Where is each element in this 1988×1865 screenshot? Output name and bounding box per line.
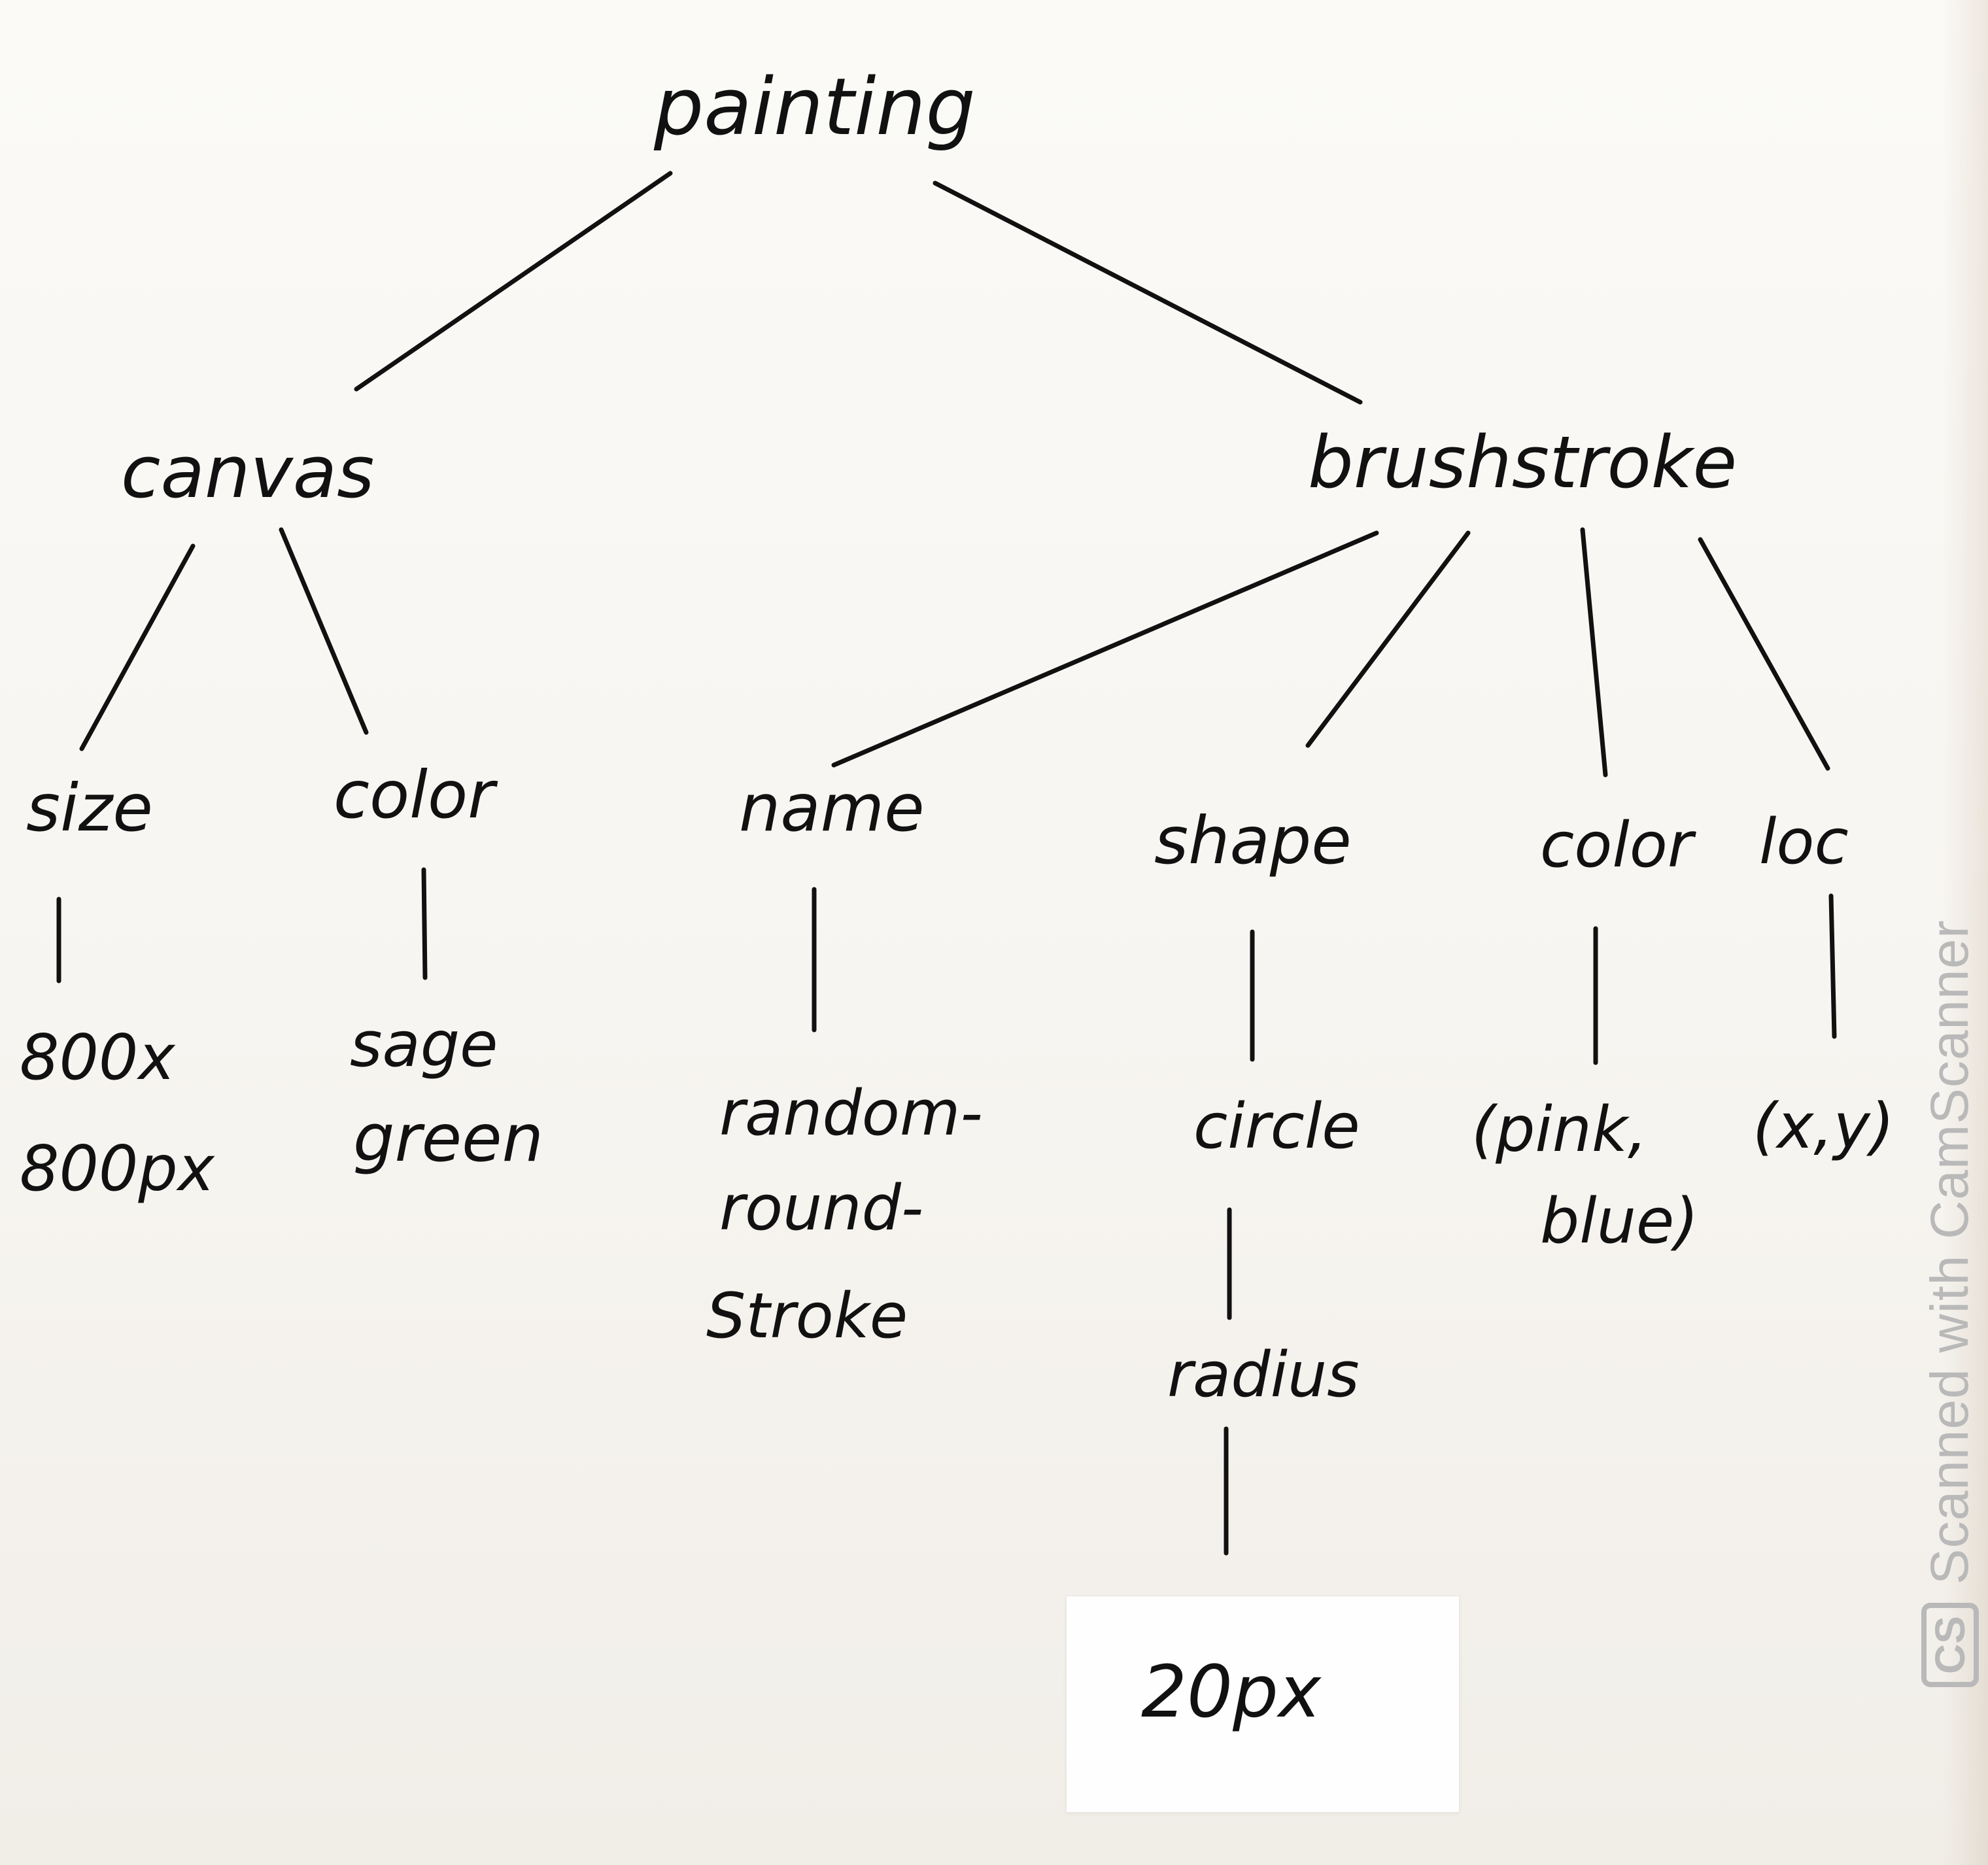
value-name-line2: round- [719, 1172, 923, 1244]
watermark-text: Scanned with CamScanner [1920, 919, 1979, 1585]
edge-brushstroke-loc [1698, 537, 1830, 771]
edge-brushstroke-color [1580, 527, 1608, 778]
node-shape: shape [1154, 802, 1352, 879]
value-radius: 20px [1141, 1650, 1322, 1734]
value-name-line1: random- [719, 1078, 983, 1150]
node-radius: radius [1167, 1339, 1360, 1411]
node-painting: painting [653, 62, 976, 153]
camscanner-logo-icon: CS [1921, 1603, 1979, 1687]
value-size-line1: 800x [20, 1022, 176, 1094]
node-loc: loc [1759, 806, 1849, 878]
node-name: name [739, 770, 925, 846]
value-size-line2: 800px [20, 1133, 216, 1205]
node-canvas-color: color [334, 757, 498, 833]
edge-canvas-size [79, 543, 196, 751]
value-name-line3: Stroke [706, 1280, 908, 1352]
edge-painting-brushstroke [933, 180, 1363, 405]
tape-patch [1066, 1596, 1460, 1813]
edge-canvas-color [279, 527, 369, 735]
node-size: size [26, 770, 153, 846]
value-brushcolor-line1: (pink, [1471, 1094, 1647, 1166]
value-shape: circle [1193, 1091, 1360, 1163]
camscanner-watermark: CS Scanned with CamScanner [1919, 919, 1981, 1687]
node-brushstroke: brushstroke [1308, 420, 1737, 504]
edge-brushstroke-name [831, 530, 1379, 768]
value-brushcolor-line2: blue) [1540, 1186, 1698, 1258]
page-edge-shadow [1942, 0, 1988, 1865]
value-canvascolor-line1: sage [350, 1009, 498, 1081]
edge-brushstroke-shape [1305, 530, 1471, 748]
edge-loc-value [1828, 893, 1837, 1039]
edge-canvascolor-value [421, 867, 428, 980]
value-loc: (x,y) [1753, 1091, 1894, 1163]
value-canvascolor-line2: green [353, 1100, 543, 1176]
node-brushstroke-color: color [1540, 810, 1696, 881]
node-canvas: canvas [121, 430, 374, 514]
edge-painting-canvas [354, 171, 673, 392]
